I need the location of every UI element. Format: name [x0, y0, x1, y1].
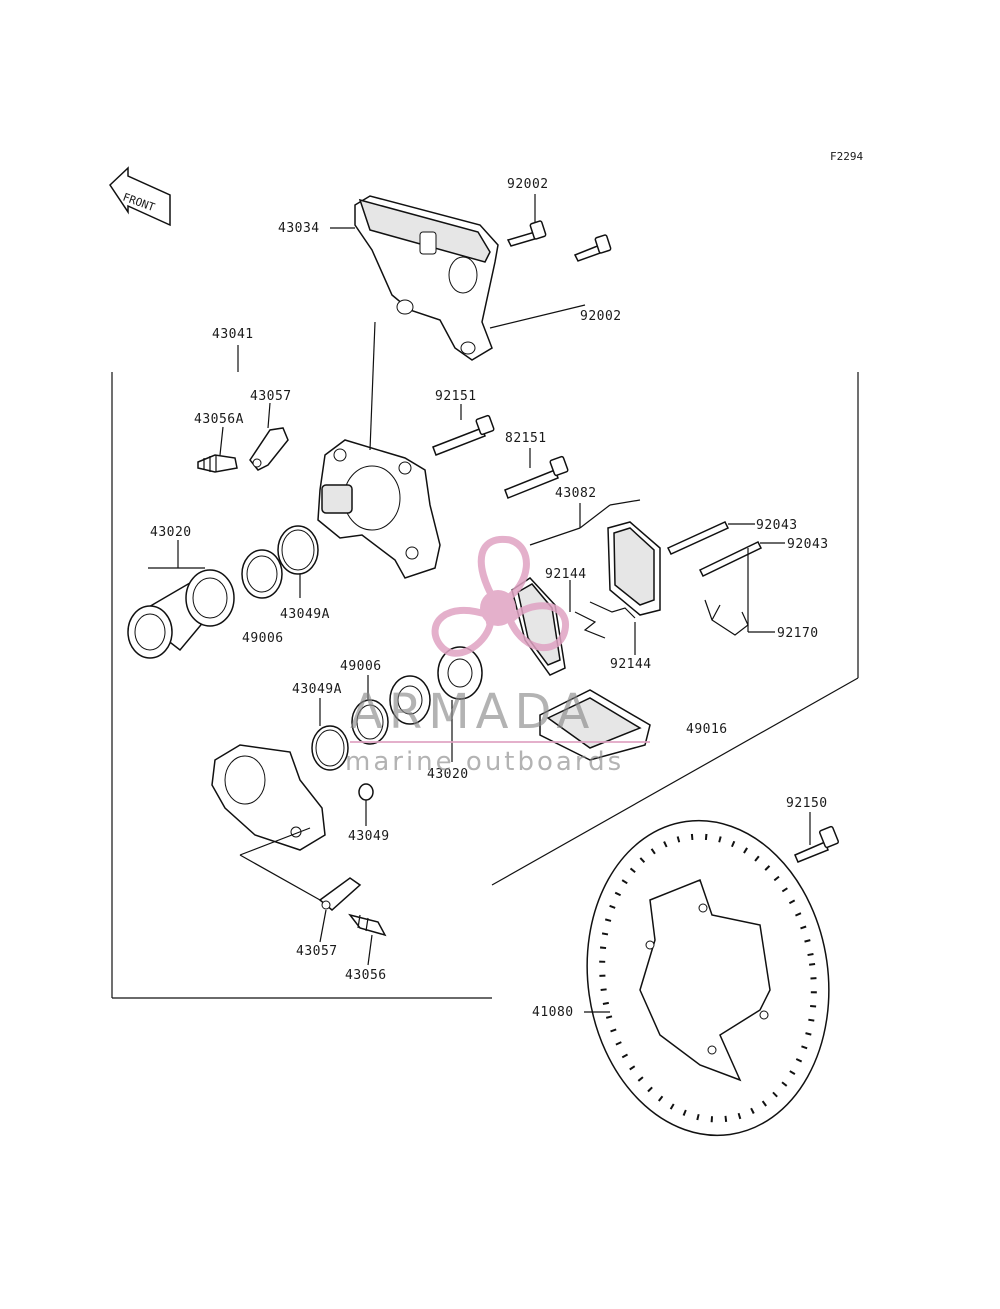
label-43049A-lower: 43049A — [292, 682, 342, 697]
piston-43020-left — [127, 569, 235, 659]
bleeder-valve-upper — [197, 454, 238, 473]
part-labels: 92002 43034 92002 43041 43057 92151 4305… — [150, 177, 829, 1020]
label-49006-lower: 49006 — [340, 659, 382, 674]
label-92043-lower: 92043 — [787, 537, 829, 552]
brake-disc — [586, 819, 830, 1137]
watermark-title: ARMADA — [350, 684, 595, 740]
seal-49006-upper — [241, 549, 283, 599]
seal-49006-lower — [351, 699, 389, 745]
disc-bolt-92150 — [794, 825, 840, 863]
label-41080: 41080 — [532, 1005, 574, 1020]
bleeder-bracket-upper — [249, 427, 289, 471]
brake-pad-rear — [607, 521, 661, 616]
label-43057-lower: 43057 — [296, 944, 338, 959]
bleeder-valve-lower — [348, 913, 387, 937]
spring-92144-b — [589, 601, 636, 619]
pin-82151-lower — [504, 455, 569, 499]
label-92150: 92150 — [786, 796, 828, 811]
assembly-outline — [111, 345, 859, 999]
pad-pin-92043-lower — [698, 541, 763, 577]
label-92144-upper: 92144 — [545, 567, 587, 582]
ring-43049A-lower — [311, 725, 349, 771]
caliper-body-lower — [211, 744, 326, 851]
label-43049A-upper: 43049A — [280, 607, 330, 622]
bleeder-bracket-lower — [318, 877, 362, 911]
label-49006-upper: 49006 — [242, 631, 284, 646]
label-92170: 92170 — [777, 626, 819, 641]
label-92043-upper: 92043 — [756, 518, 798, 533]
watermark-logo: ARMADA marine outboards — [345, 535, 650, 777]
pad-pin-92043-upper — [666, 521, 730, 555]
label-92002-lower: 92002 — [580, 309, 622, 324]
label-43020-upper: 43020 — [150, 525, 192, 540]
label-43057-upper: 43057 — [250, 389, 292, 404]
figure-code: F2294 — [830, 150, 863, 163]
label-43049: 43049 — [348, 829, 390, 844]
label-43056: 43056 — [345, 968, 387, 983]
label-49016: 49016 — [686, 722, 728, 737]
pin-92151-upper — [432, 414, 495, 456]
caliper-bracket — [354, 195, 499, 361]
label-43082: 43082 — [555, 486, 597, 501]
watermark-subtitle: marine outboards — [345, 747, 624, 777]
label-92144-lower: 92144 — [610, 657, 652, 672]
label-43034: 43034 — [278, 221, 320, 236]
label-43056A: 43056A — [194, 412, 244, 427]
label-92002-upper: 92002 — [507, 177, 549, 192]
bolt-92002-upper — [506, 220, 547, 247]
leader-lines — [148, 194, 811, 1013]
bolt-92002-lower — [573, 234, 612, 262]
label-82151: 82151 — [505, 431, 547, 446]
brake-pad-front — [511, 577, 566, 676]
spring-92144-a — [574, 611, 606, 639]
oring-43049 — [358, 783, 374, 801]
label-43041: 43041 — [212, 327, 254, 342]
ring-43049A-upper — [277, 525, 319, 575]
label-92151: 92151 — [435, 389, 477, 404]
caliper-body-upper — [317, 439, 441, 579]
propeller-icon — [431, 535, 569, 657]
front-arrow-icon: FRONT — [109, 166, 171, 227]
clip-92170 — [704, 599, 749, 636]
piston-43020-right — [389, 646, 483, 725]
label-43020-lower: 43020 — [427, 767, 469, 782]
